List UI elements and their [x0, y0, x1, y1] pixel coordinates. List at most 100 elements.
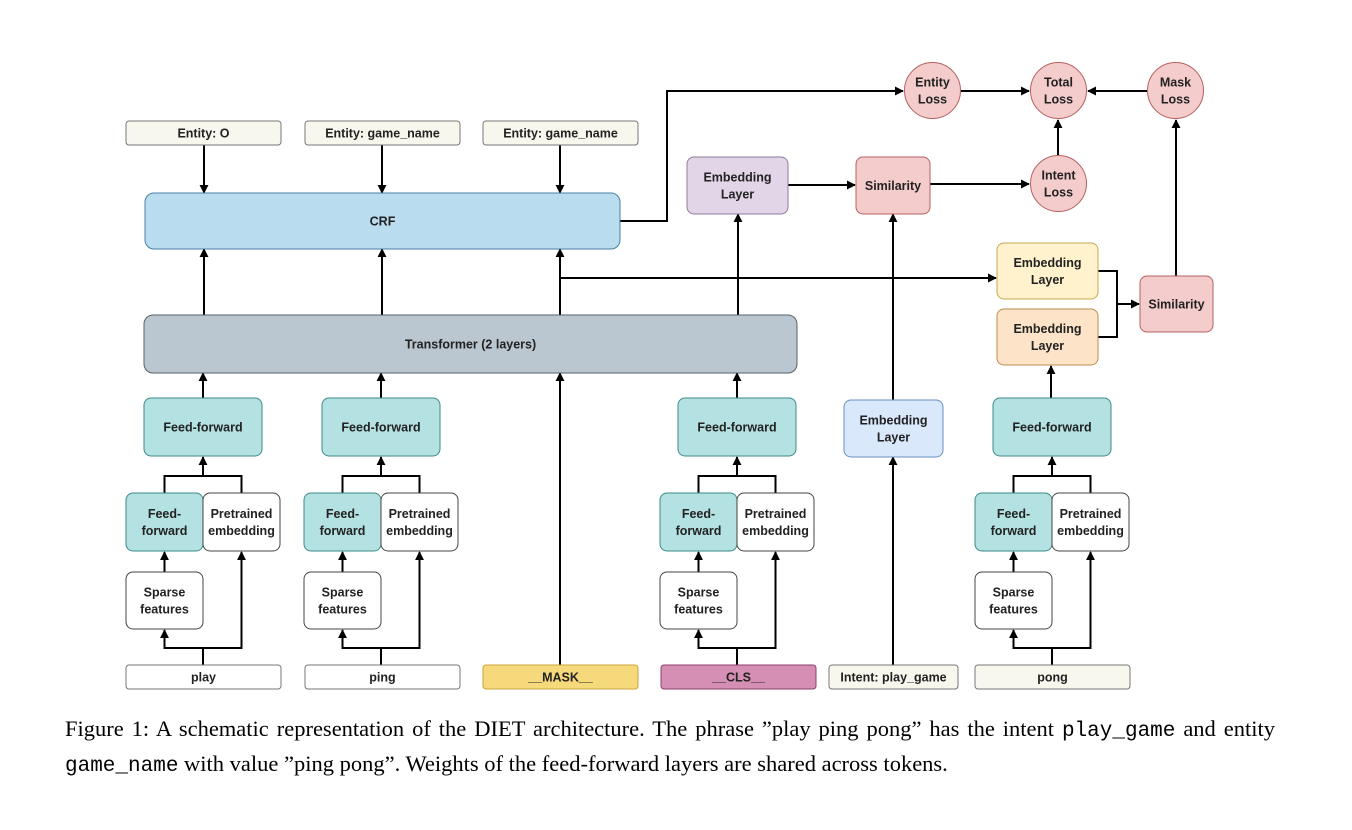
node-label: CRF — [370, 215, 396, 229]
node-label: forward — [320, 524, 366, 538]
node-label: Embedding — [1013, 256, 1081, 270]
edge-connector — [160, 629, 204, 665]
node-shape — [143, 397, 263, 457]
node-ffs-ping: Feed-forward — [303, 492, 382, 552]
node-label: Feed-forward — [697, 421, 776, 435]
node-label: Embedding — [703, 171, 771, 185]
node-shape — [125, 571, 204, 630]
node-entity-o: Entity: O — [125, 120, 282, 146]
node-tok-intent: Intent: play_game — [828, 664, 959, 690]
node-shape — [686, 156, 789, 215]
edge-connector — [338, 629, 382, 665]
node-tok-play: play — [125, 664, 282, 690]
node-shape — [659, 571, 738, 630]
node-shape — [321, 397, 441, 457]
node-tok-ping: ping — [304, 664, 461, 690]
node-label: Transformer (2 layers) — [405, 338, 536, 352]
node-label: Pretrained — [211, 507, 273, 521]
edge-connector — [694, 629, 738, 665]
node-label: Entity: game_name — [325, 127, 440, 141]
node-label: Mask — [1160, 76, 1191, 90]
node-label: features — [318, 603, 367, 617]
node-label: Loss — [1161, 93, 1190, 107]
node-shape — [659, 492, 738, 552]
edge-connector — [163, 475, 243, 493]
node-shape — [660, 664, 817, 690]
node-label: Similarity — [1148, 298, 1204, 312]
node-ff-ping: Feed-forward — [321, 397, 441, 457]
edge-connector — [620, 86, 904, 222]
node-label: Entity: O — [177, 127, 229, 141]
node-label: Feed-forward — [163, 421, 242, 435]
node-shape — [380, 492, 459, 552]
node-shape — [482, 664, 639, 690]
node-shape — [125, 120, 282, 146]
node-label: Intent: play_game — [840, 671, 946, 685]
node-label: Sparse — [144, 586, 186, 600]
node-label: features — [140, 603, 189, 617]
node-sim-intent: Similarity — [855, 156, 931, 215]
node-label: Layer — [877, 431, 910, 445]
node-shape — [904, 62, 961, 119]
node-label: Loss — [1044, 186, 1073, 200]
node-shape — [304, 664, 461, 690]
node-pre-pong: Pretrained embedding — [1051, 492, 1130, 552]
node-ffs-cls: Feed-forward — [659, 492, 738, 552]
node-ffs-play: Feed-forward — [125, 492, 204, 552]
node-label: Embedding — [859, 414, 927, 428]
node-tok-cls: __CLS__ — [660, 664, 817, 690]
node-label: features — [989, 603, 1038, 617]
node-label: Sparse — [322, 586, 364, 600]
caption-intent-code: play_game — [1061, 720, 1176, 743]
edge-connector — [1009, 629, 1053, 665]
edge-connector — [697, 475, 777, 493]
node-label: Sparse — [678, 586, 720, 600]
node-shape — [1030, 155, 1087, 212]
caption-lead: Figure 1: A schematic representation of … — [65, 716, 1062, 741]
node-label: Pretrained — [1060, 507, 1122, 521]
node-label: Loss — [918, 93, 947, 107]
node-shape — [304, 120, 461, 146]
node-shape — [1147, 62, 1204, 119]
node-shape — [1030, 62, 1087, 119]
node-shape — [1139, 275, 1214, 333]
node-shape — [736, 492, 815, 552]
node-label: Feed-forward — [1012, 421, 1091, 435]
node-label: __MASK__ — [527, 671, 594, 685]
node-label: Intent — [1041, 169, 1076, 183]
node-tok-mask: __MASK__ — [482, 664, 639, 690]
node-label: __CLS__ — [711, 671, 766, 685]
edge-connector — [381, 551, 424, 649]
node-label: pong — [1037, 671, 1068, 685]
node-shape — [202, 492, 281, 552]
node-label: Feed-forward — [341, 421, 420, 435]
node-ff-play: Feed-forward — [143, 397, 263, 457]
node-transformer: Transformer (2 layers) — [143, 314, 798, 374]
node-label: Layer — [1031, 339, 1064, 353]
edge-connector — [559, 273, 997, 315]
node-label: Layer — [1031, 273, 1064, 287]
node-label: Sparse — [993, 586, 1035, 600]
edge-connector — [203, 551, 246, 649]
node-sp-pong: Sparse features — [974, 571, 1053, 630]
node-ff-pong: Feed-forward — [992, 397, 1112, 457]
figure-caption: Figure 1: A schematic representation of … — [65, 713, 1275, 783]
node-label: play — [191, 671, 216, 685]
node-label: Feed- — [326, 507, 359, 521]
node-label: embedding — [1057, 524, 1124, 538]
node-label: Layer — [721, 188, 754, 202]
node-shape — [303, 492, 382, 552]
caption-mid: and entity — [1175, 716, 1275, 741]
node-label: Feed- — [682, 507, 715, 521]
node-label: forward — [676, 524, 722, 538]
node-label: Feed- — [997, 507, 1030, 521]
